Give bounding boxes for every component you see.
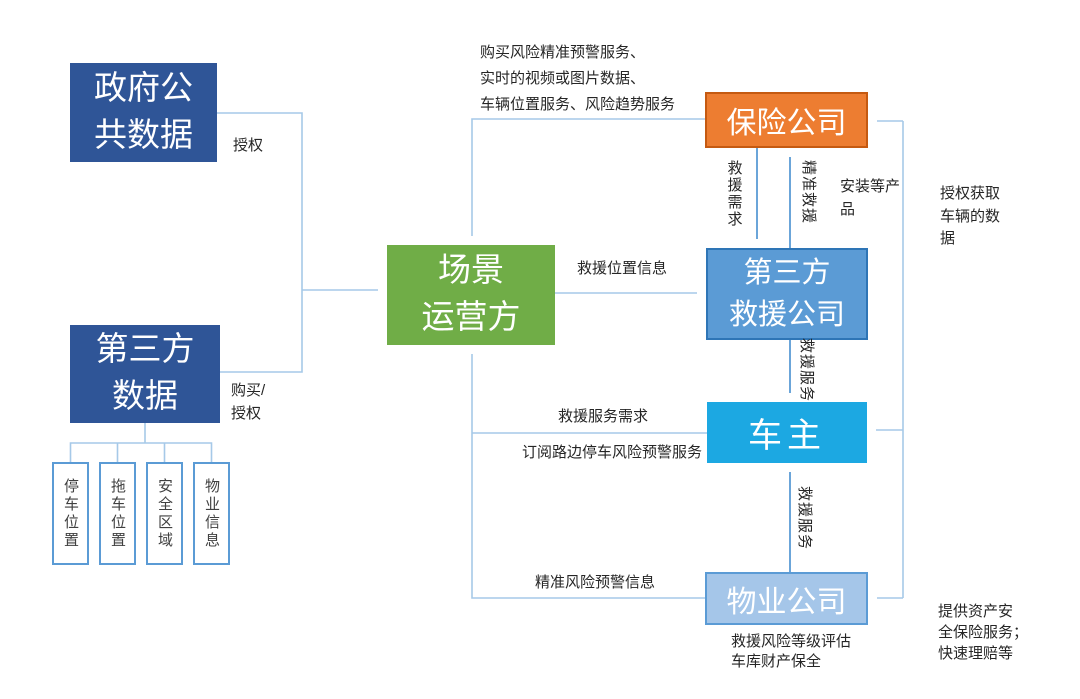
connector-data-items-tree <box>69 423 213 462</box>
data-item-label: 拖车位置 <box>109 477 126 550</box>
data-item-tow-location: 拖车位置 <box>99 462 136 565</box>
edge-label-buy-authorize: 购买/ 授权 <box>231 382 266 422</box>
edge-label-risk-assessment: 救援风险等级评估 车库财产保全 <box>731 633 852 670</box>
node-label: 政府公 共数据 <box>94 70 193 154</box>
data-item-label: 停车位置 <box>62 477 79 550</box>
edge-label-authorize-vehicle-data: 授权获取 车辆的数 据 <box>940 185 1001 247</box>
edge-label-subscribe-warning: 订阅路边停车风险预警服务 <box>522 444 703 461</box>
connector-left-tree <box>217 112 303 373</box>
node-label: 第三方 数据 <box>95 332 195 415</box>
node-label: 车主 <box>748 418 826 455</box>
node-label: 物业公司 <box>726 585 847 619</box>
edge-label-authorize: 授权 <box>233 137 264 154</box>
edge-label-rescue-location-info: 救援位置信息 <box>577 260 668 277</box>
edge-label-install-products: 安装等产 品 <box>840 178 901 218</box>
node-label: 保险公司 <box>726 107 847 140</box>
edge-label-property-services: 提供资产安 全保险服务； 快速理赔等 <box>938 603 1029 662</box>
node-scene-operator: 场景 运营方 <box>387 245 555 345</box>
node-car-owner: 车主 <box>707 402 867 463</box>
data-item-label: 物业信息 <box>203 477 220 550</box>
data-item-property-info: 物业信息 <box>193 462 230 565</box>
node-third-party-rescue-company: 第三方 救援公司 <box>706 248 868 340</box>
node-insurance-company: 保险公司 <box>705 92 868 148</box>
edge-label-purchased-services: 购买风险精准预警服务、 实时的视频或图片数据、 车辆位置服务、风险趋势服务 <box>480 44 676 113</box>
edge-label-rescue-service-need: 救援服务需求 <box>558 408 649 425</box>
edge-label-rescue-service-bottom: 救援服务 <box>796 486 813 551</box>
node-third-party-data: 第三方 数据 <box>70 325 220 423</box>
connector-insurance-to-operator <box>471 118 705 236</box>
edge-label-precise-risk-warning: 精准风险预警信息 <box>535 574 656 591</box>
node-label: 第三方 救援公司 <box>728 256 845 331</box>
node-property-company: 物业公司 <box>705 572 868 625</box>
edge-label-precise-rescue: 精准救援 <box>800 160 817 225</box>
data-item-label: 安全区域 <box>156 477 173 550</box>
data-item-safe-area: 安全区域 <box>146 462 183 565</box>
edge-label-rescue-demand: 救援需求 <box>725 160 743 228</box>
edge-label-rescue-service-top: 救援服务 <box>798 338 815 403</box>
connector-property-to-operator <box>471 354 705 599</box>
node-government-public-data: 政府公 共数据 <box>70 63 217 162</box>
node-label: 场景 运营方 <box>421 253 521 336</box>
data-item-parking-location: 停车位置 <box>52 462 89 565</box>
